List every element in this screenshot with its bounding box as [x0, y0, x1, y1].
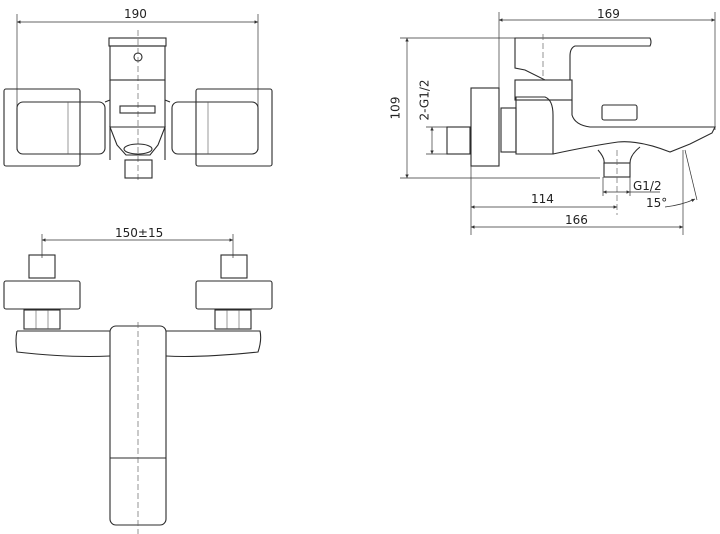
valve-body	[515, 96, 554, 155]
right-inlet	[220, 254, 248, 279]
body-outline	[104, 80, 171, 160]
side-view	[400, 12, 716, 235]
diverter-knob	[119, 105, 156, 114]
diverter-knob	[601, 104, 638, 121]
lever-body	[109, 45, 166, 81]
dimension-label-166: 166	[565, 213, 588, 227]
body-arms	[15, 330, 262, 358]
aerator-mesh	[123, 143, 153, 155]
dimension-label-169: 169	[597, 7, 620, 21]
left-nut	[23, 309, 61, 330]
lever-cap	[108, 37, 167, 47]
dimension-label-150: 150±15	[115, 226, 164, 240]
wall-plate	[470, 87, 500, 167]
dimension-label-15deg: 15°	[646, 196, 668, 210]
outlet-nipple	[124, 159, 153, 179]
front-view	[3, 234, 273, 534]
outlet-boss	[597, 146, 641, 164]
lever-handle	[514, 37, 652, 81]
spout	[552, 100, 716, 155]
inlet-pipe	[446, 126, 471, 155]
left-handle-outer	[3, 88, 81, 167]
eccentric-nut	[500, 107, 517, 153]
left-eccentric-cover	[3, 280, 81, 310]
right-nut	[214, 309, 252, 330]
dimension-label-inlet-thread: 2-G1/2	[417, 79, 432, 121]
angle-arc-15	[664, 198, 696, 208]
dimension-label-190: 190	[124, 7, 147, 21]
top-view	[3, 14, 273, 182]
left-handle-inner	[16, 101, 106, 155]
right-handle-inner	[171, 101, 259, 155]
left-inlet	[28, 254, 56, 279]
dimension-label-109: 109	[388, 96, 403, 120]
lever-hole	[133, 52, 143, 62]
right-eccentric-cover	[195, 280, 273, 310]
aerator	[109, 126, 166, 156]
dimension-label-outlet-thread: G1/2	[633, 179, 662, 193]
column	[514, 79, 573, 101]
right-handle-outer	[195, 88, 273, 167]
dimension-label-114: 114	[531, 192, 554, 206]
